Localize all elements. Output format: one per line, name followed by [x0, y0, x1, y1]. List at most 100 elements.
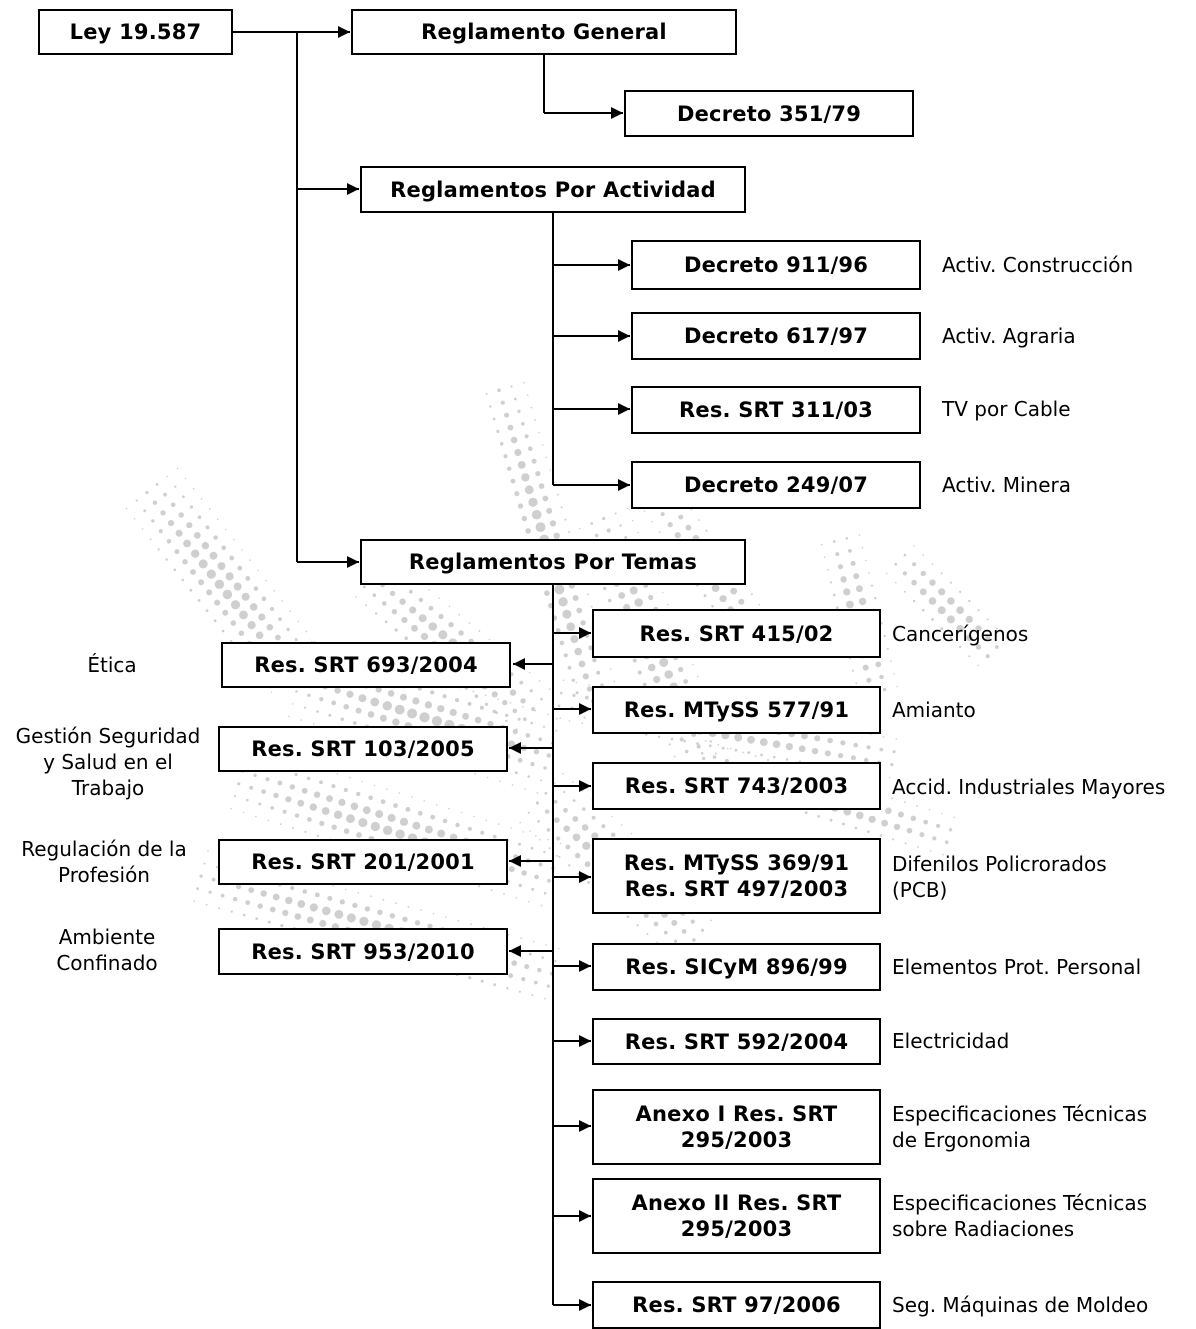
- watermark-dot: [448, 605, 451, 608]
- watermark-dot: [1005, 637, 1007, 639]
- watermark-dot: [653, 675, 661, 684]
- watermark-dot: [547, 878, 551, 883]
- watermark-dot: [334, 687, 341, 694]
- topic-right-box: Res. MTySS 577/91: [592, 686, 881, 734]
- watermark-dot: [554, 817, 560, 823]
- watermark-dot: [700, 928, 705, 932]
- watermark-dot: [530, 406, 533, 409]
- watermark-dot: [382, 898, 385, 901]
- watermark-dot: [205, 525, 210, 530]
- watermark-dot: [435, 804, 438, 806]
- watermark-dot: [543, 766, 547, 770]
- watermark-dot: [977, 609, 980, 612]
- watermark-dot: [233, 896, 238, 902]
- watermark-dot: [297, 620, 300, 623]
- watermark-dot: [222, 609, 229, 616]
- watermark-dot: [389, 913, 396, 919]
- watermark-dot: [417, 810, 423, 816]
- watermark-dot: [474, 772, 477, 775]
- watermark-dot: [521, 422, 525, 426]
- watermark-dot: [248, 887, 255, 893]
- watermark-dot: [614, 512, 617, 515]
- watermark-dot: [394, 628, 398, 632]
- watermark-dot: [155, 483, 159, 486]
- watermark-dot: [840, 576, 847, 583]
- watermark-dot: [666, 603, 669, 606]
- watermark-dot: [531, 887, 535, 891]
- watermark-dot: [517, 757, 523, 763]
- watermark-dot: [541, 956, 544, 959]
- watermark-dot: [236, 884, 242, 890]
- watermark-dot: [247, 621, 256, 630]
- watermark-dot: [886, 647, 889, 650]
- watermark-dot: [882, 736, 885, 738]
- watermark-dot: [503, 893, 505, 895]
- watermark-dot: [182, 495, 185, 499]
- watermark-dot: [249, 785, 254, 790]
- watermark-dot: [538, 680, 541, 682]
- watermark-dot: [904, 842, 907, 845]
- watermark-dot: [559, 842, 562, 845]
- watermark-dot: [656, 941, 659, 944]
- topic-left-note: Ambiente Confinado: [56, 925, 158, 975]
- watermark-dot: [490, 889, 493, 892]
- watermark-dot: [379, 714, 387, 722]
- watermark-dot: [879, 674, 884, 680]
- watermark-dot: [431, 716, 443, 727]
- watermark-dot: [845, 537, 849, 540]
- watermark-dot: [278, 617, 282, 622]
- watermark-dot: [868, 572, 870, 574]
- watermark-dot: [912, 562, 917, 567]
- watermark-dot: [837, 752, 844, 759]
- watermark-dot: [657, 735, 661, 738]
- watermark-dot: [850, 561, 856, 566]
- watermark-dot: [630, 832, 633, 835]
- watermark-dot: [371, 920, 381, 930]
- watermark-dot: [911, 579, 917, 586]
- watermark-dot: [511, 784, 514, 786]
- watermark-dot: [678, 666, 684, 673]
- activity-regulations-box: Reglamentos Por Actividad: [360, 166, 746, 213]
- topic-right-box: Res. MTySS 369/91 Res. SRT 497/2003: [592, 838, 881, 914]
- watermark-dot: [684, 749, 689, 754]
- watermark-dot: [591, 832, 599, 840]
- watermark-dot: [306, 916, 314, 924]
- topic-right-box: Res. SRT 415/02: [592, 609, 881, 658]
- watermark-dot: [149, 538, 152, 541]
- topic-right-box: Anexo II Res. SRT 295/2003: [592, 1178, 881, 1254]
- watermark-dot: [846, 600, 854, 609]
- watermark-dot: [544, 809, 550, 814]
- watermark-dot: [874, 597, 877, 600]
- watermark-dot: [938, 588, 946, 596]
- watermark-dot: [592, 658, 597, 663]
- watermark-dot: [357, 892, 360, 894]
- watermark-dot: [499, 442, 504, 446]
- watermark-dot: [521, 515, 527, 522]
- activity-item-note: Activ. Minera: [942, 473, 1071, 497]
- watermark-dot: [412, 697, 420, 705]
- watermark-dot: [197, 515, 202, 519]
- topics-regulations-box: Reglamentos Por Temas: [360, 539, 746, 585]
- watermark-dot: [696, 744, 701, 749]
- watermark-dot: [392, 718, 400, 726]
- watermark-dot: [285, 796, 292, 803]
- watermark-dot: [523, 717, 527, 721]
- watermark-dot: [562, 609, 572, 619]
- watermark-dot: [409, 589, 413, 594]
- watermark-dot: [542, 495, 549, 502]
- watermark-dot: [922, 554, 925, 556]
- watermark-dot: [272, 893, 280, 901]
- watermark-dot: [659, 658, 669, 667]
- watermark-dot: [538, 483, 545, 489]
- watermark-dot: [319, 820, 325, 827]
- watermark-dot: [928, 597, 937, 605]
- watermark-dot: [245, 900, 251, 905]
- watermark-dot: [601, 824, 606, 829]
- watermark-dot: [370, 697, 380, 707]
- watermark-dot: [563, 653, 568, 658]
- watermark-dot: [267, 819, 270, 822]
- watermark-dot: [535, 522, 546, 532]
- watermark-dot: [558, 855, 561, 858]
- watermark-dot: [995, 645, 999, 649]
- watermark-dot: [539, 838, 541, 841]
